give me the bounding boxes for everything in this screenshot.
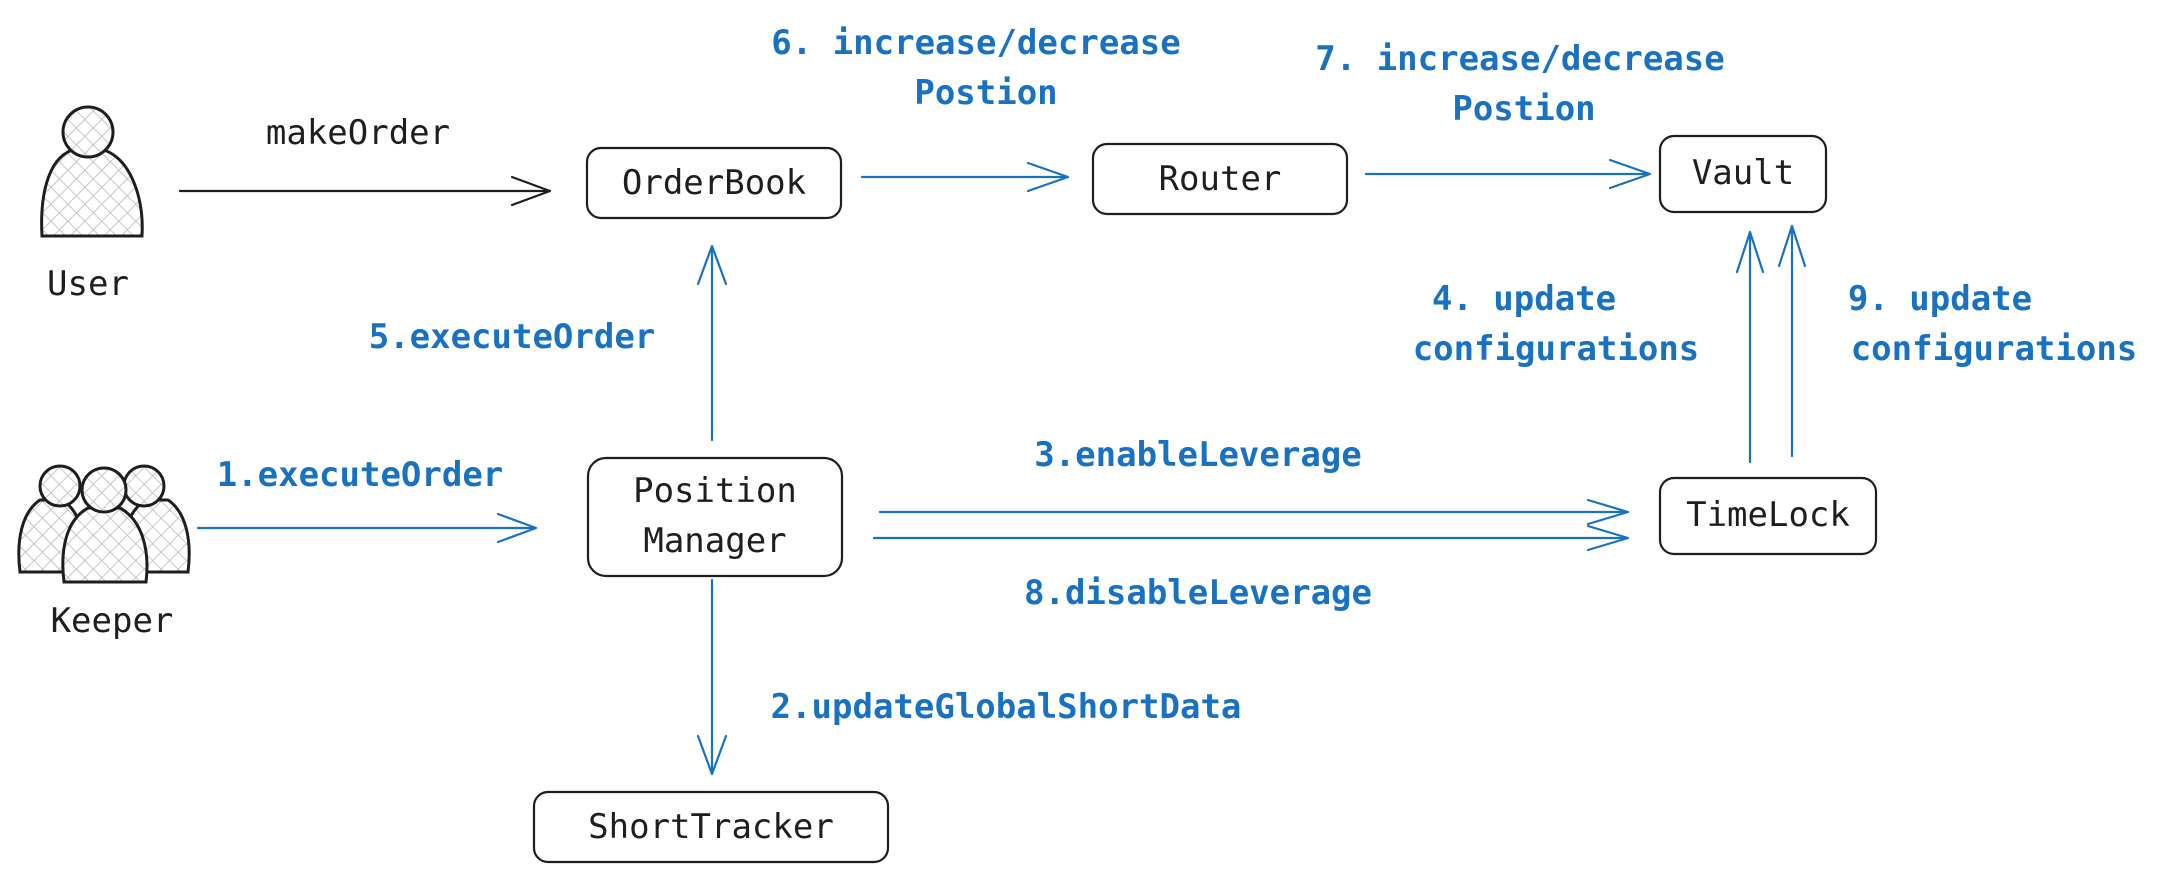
- step1-edge: 1.executeOrder: [196, 455, 538, 544]
- keeper-label: Keeper: [51, 601, 174, 641]
- step7-edge: 7. increase/decrease Postion: [1315, 39, 1725, 190]
- step4-edge: 4. update configurations: [1413, 230, 1765, 464]
- position-manager-node: Position Manager: [586, 456, 844, 578]
- router-node: Router: [1091, 142, 1349, 216]
- shorttracker-node: ShortTracker: [532, 790, 890, 864]
- step1-label: 1.executeOrder: [217, 455, 504, 495]
- router-label: Router: [1159, 159, 1282, 199]
- step4-label-line2: configurations: [1413, 329, 1700, 369]
- step3-label: 3.enableLeverage: [1034, 435, 1362, 475]
- timelock-node: TimeLock: [1658, 476, 1878, 556]
- user-actor: User: [40, 105, 144, 304]
- step5-edge: 5.executeOrder: [369, 244, 728, 442]
- step6-edge: 6. increase/decrease Postion: [771, 23, 1181, 193]
- position-manager-label-line1: Position: [633, 471, 797, 511]
- step2-label: 2.updateGlobalShortData: [771, 687, 1242, 727]
- step6-label-line1: 6. increase/decrease: [771, 23, 1180, 63]
- user-label: User: [47, 264, 129, 304]
- make-order-label: makeOrder: [266, 113, 450, 153]
- vault-node: Vault: [1658, 134, 1828, 214]
- timelock-label: TimeLock: [1686, 495, 1850, 535]
- step7-label-line1: 7. increase/decrease: [1315, 39, 1724, 79]
- keeper-actor: Keeper: [17, 464, 191, 641]
- step9-label-line1: 9. update: [1848, 279, 2032, 319]
- step7-label-line2: Postion: [1452, 89, 1595, 129]
- orderbook-node: OrderBook: [585, 146, 843, 220]
- make-order-edge: makeOrder: [178, 113, 552, 207]
- shorttracker-label: ShortTracker: [588, 807, 834, 847]
- vault-label: Vault: [1692, 153, 1794, 193]
- step9-label-line2: configurations: [1851, 329, 2138, 369]
- step8-edge: 8.disableLeverage: [872, 524, 1630, 613]
- step8-label: 8.disableLeverage: [1024, 573, 1372, 613]
- step9-edge: 9. update configurations: [1777, 224, 2138, 458]
- people-group-icon: [17, 464, 191, 584]
- person-icon: [40, 105, 144, 238]
- step4-label-line1: 4. update: [1432, 279, 1616, 319]
- step5-label: 5.executeOrder: [369, 317, 656, 357]
- position-manager-label-line2: Manager: [643, 521, 786, 561]
- step2-edge: 2.updateGlobalShortData: [696, 578, 1242, 776]
- step3-edge: 3.enableLeverage: [878, 435, 1630, 526]
- step6-label-line2: Postion: [914, 73, 1057, 113]
- orderbook-label: OrderBook: [622, 163, 806, 203]
